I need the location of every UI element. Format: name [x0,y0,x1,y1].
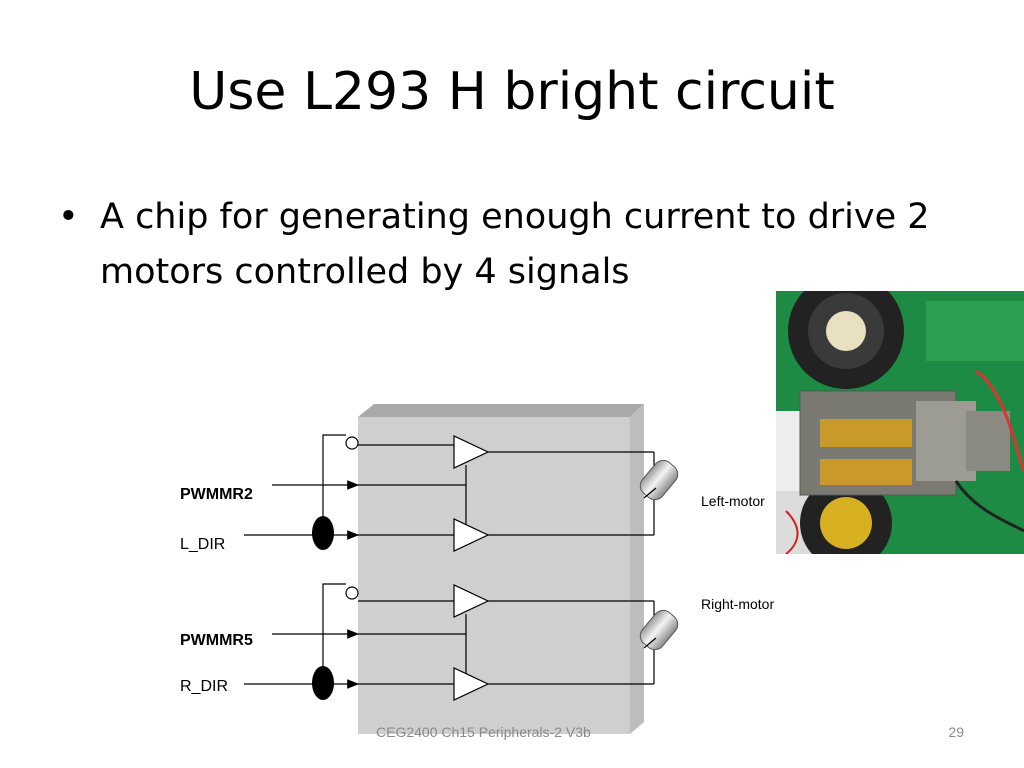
chip-front-face [358,417,630,734]
driver-buffer-1 [453,435,490,469]
signal-label-l-dir: L_DIR [180,536,226,553]
inverter-bubble-right [345,586,359,600]
inverter-bubble-left [345,436,359,450]
page-number: 29 [948,724,964,740]
right-channel [244,583,655,689]
signal-label-pwmmr2: PWMMR2 [180,486,253,503]
right-motor-icon [639,609,679,651]
junction-dot-right [312,666,334,700]
driver-buffer-3 [453,584,490,618]
bullet-text: A chip for generating enough current to … [100,197,930,292]
motor-gearbox-photo [776,291,1024,554]
right-motor-label: Right-motor [701,596,775,612]
left-motor-icon [639,459,679,501]
bullet-marker: • [58,197,79,237]
left-motor-label: Left-motor [701,493,765,509]
signal-label-r-dir: R_DIR [180,678,229,695]
l293-chip [358,404,644,734]
slide-title: Use L293 H bright circuit [189,62,835,122]
footer-text: CEG2400 Ch15 Peripherals-2 V3b [376,724,591,740]
driver-buffer-2 [453,518,490,552]
junction-dot-left [312,516,334,550]
signal-label-pwmmr5: PWMMR5 [180,632,253,649]
driver-buffer-4 [453,667,490,701]
